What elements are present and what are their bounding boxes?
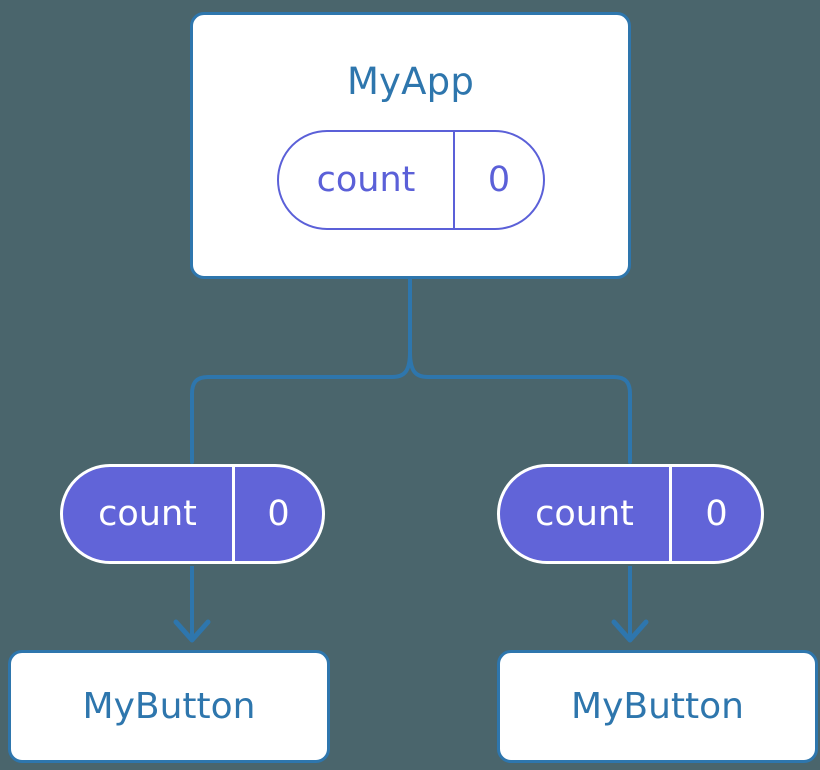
state-pill-child-left-value: 0 [267, 494, 290, 534]
node-myapp-title: MyApp [346, 60, 475, 103]
arrow-right-head-icon [611, 619, 649, 643]
state-pill-myapp-value: 0 [487, 160, 511, 200]
state-pill-child-left[interactable]: count 0 [60, 464, 325, 564]
connector-branch-left [190, 350, 412, 464]
state-pill-child-right-value: 0 [705, 494, 728, 534]
connector-branch-right [408, 350, 632, 464]
state-pill-child-left-key: count [63, 467, 235, 561]
state-pill-myapp-key: count [279, 132, 455, 228]
state-pill-child-right[interactable]: count 0 [497, 464, 764, 564]
arrow-left-head-icon [173, 619, 211, 643]
node-mybutton-right-label: MyButton [571, 686, 744, 727]
state-pill-myapp[interactable]: count 0 [277, 130, 545, 230]
state-pill-child-right-key: count [500, 467, 672, 561]
node-mybutton-left-label: MyButton [82, 686, 256, 727]
node-mybutton-right[interactable]: MyButton [497, 650, 818, 763]
node-mybutton-left[interactable]: MyButton [8, 650, 330, 763]
